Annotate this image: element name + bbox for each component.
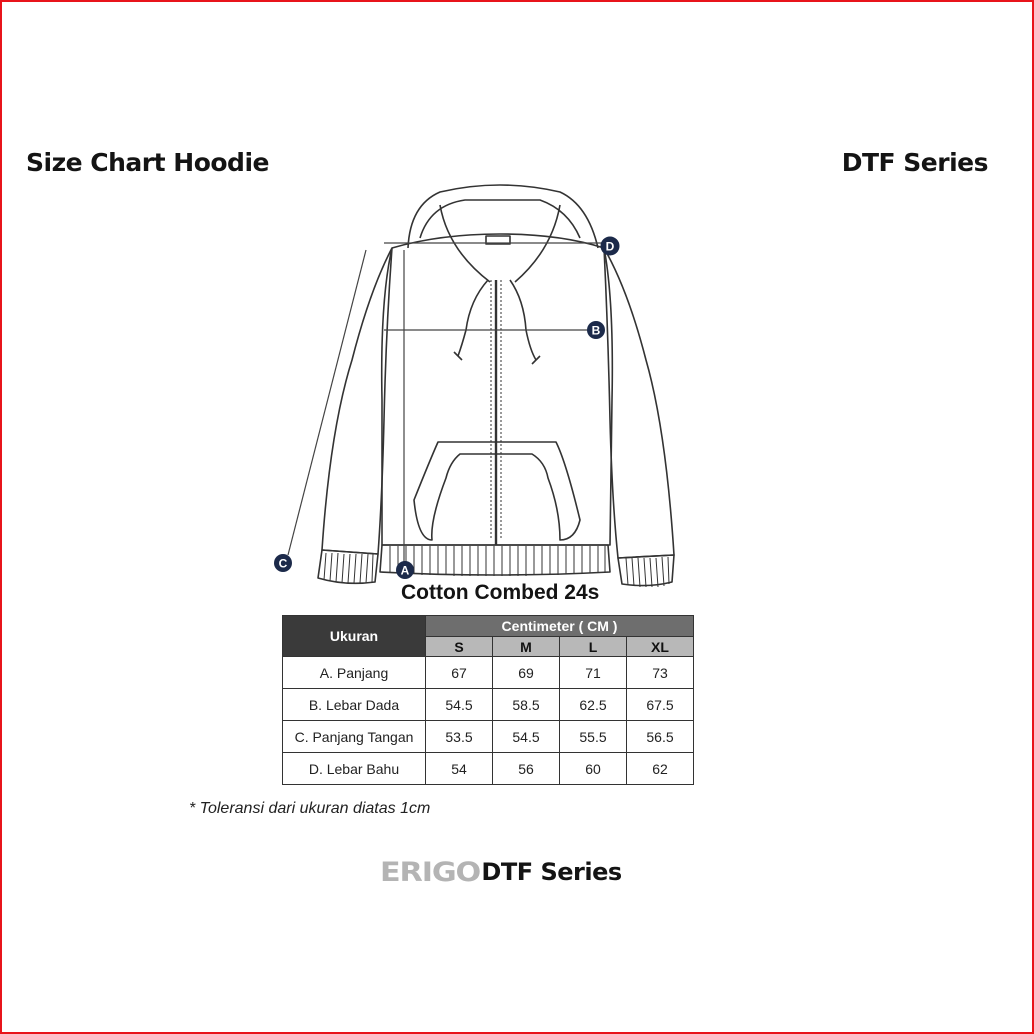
table-cell: 67 — [425, 656, 493, 689]
svg-text:C: C — [279, 557, 288, 571]
kangaroo-pocket — [413, 441, 581, 541]
row-label: A. Panjang — [282, 656, 426, 689]
row-label: D. Lebar Bahu — [282, 752, 426, 785]
table-cell: 54.5 — [492, 720, 560, 753]
table-row: A. Panjang 67 69 71 73 — [282, 656, 694, 689]
table-cell: 60 — [559, 752, 627, 785]
row-header: Ukuran — [282, 615, 426, 657]
drawstring-left — [457, 279, 489, 357]
size-header: S — [425, 636, 493, 657]
right-cuff — [617, 554, 675, 587]
marker-a: A — [396, 561, 414, 579]
brand-footer: ERIGO DTF Series — [380, 855, 622, 889]
row-label: B. Lebar Dada — [282, 688, 426, 721]
table-row: B. Lebar Dada 54.5 58.5 62.5 67.5 — [282, 688, 694, 721]
hoodie-diagram: D B C A — [274, 184, 675, 588]
row-label: C. Panjang Tangan — [282, 720, 426, 753]
table-cell: 56 — [492, 752, 560, 785]
hood-outline — [407, 184, 599, 249]
table-cell: 56.5 — [626, 720, 694, 753]
table-cell: 53.5 — [425, 720, 493, 753]
table-cell: 62.5 — [559, 688, 627, 721]
page-title: Size Chart Hoodie — [26, 148, 269, 177]
body-outline — [380, 233, 614, 546]
size-table: Ukuran Centimeter ( CM ) S M L XL A. Pan… — [282, 615, 694, 785]
table-row: D. Lebar Bahu 54 56 60 62 — [282, 752, 694, 785]
tolerance-note: * Toleransi dari ukuran diatas 1cm — [189, 800, 431, 817]
measure-line-c — [287, 249, 367, 556]
drawstring-right — [509, 279, 537, 361]
table-cell: 67.5 — [626, 688, 694, 721]
marker-c: C — [274, 554, 292, 572]
table-row: C. Panjang Tangan 53.5 54.5 55.5 56.5 — [282, 720, 694, 753]
table-cell: 69 — [492, 656, 560, 689]
erigo-logo: ERIGO — [380, 856, 481, 888]
table-cell: 58.5 — [492, 688, 560, 721]
series-title: DTF Series — [841, 148, 989, 177]
size-header: M — [492, 636, 560, 657]
size-header: XL — [626, 636, 694, 657]
table-cell: 54 — [425, 752, 493, 785]
table-cell: 54.5 — [425, 688, 493, 721]
svg-text:B: B — [592, 324, 601, 338]
svg-text:A: A — [401, 564, 410, 578]
unit-header: Centimeter ( CM ) — [425, 615, 694, 637]
right-sleeve — [603, 247, 675, 559]
fabric-label: Cotton Combed 24s — [401, 581, 600, 604]
neck-label — [485, 235, 511, 245]
table-cell: 62 — [626, 752, 694, 785]
size-header: L — [559, 636, 627, 657]
table-cell: 71 — [559, 656, 627, 689]
footer-series: DTF Series — [481, 858, 622, 886]
marker-d: D — [600, 236, 620, 256]
marker-b: B — [587, 321, 605, 339]
svg-text:D: D — [606, 240, 615, 254]
table-cell: 73 — [626, 656, 694, 689]
table-cell: 55.5 — [559, 720, 627, 753]
hood-inner — [419, 199, 581, 239]
left-cuff — [317, 549, 379, 585]
